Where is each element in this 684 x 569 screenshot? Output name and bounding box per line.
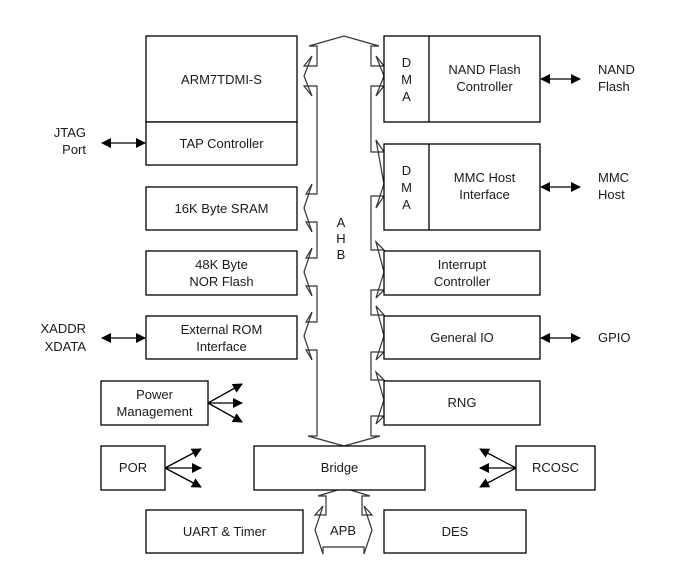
por-fanout [164, 448, 202, 488]
power-management-label-1: Power [136, 387, 174, 402]
external-rom-label-1: External ROM [181, 322, 263, 337]
tap-controller-label: TAP Controller [179, 136, 264, 151]
des-block: DES [383, 509, 527, 554]
nor-flash-label-1: 48K Byte [195, 257, 248, 272]
ahb-label-h: H [336, 231, 345, 246]
apb-label: APB [330, 523, 356, 538]
jtag-label-2: Port [62, 142, 86, 157]
external-rom-label-2: Interface [196, 339, 247, 354]
nand-flash-controller-block: D M A NAND Flash Controller [383, 35, 541, 123]
mmc-interface-label-1: MMC Host [454, 170, 516, 185]
rng-block: RNG [383, 380, 541, 426]
rcosc-block: RCOSC [515, 445, 596, 491]
power-management-block: Power Management [100, 380, 209, 426]
apb-bus [313, 487, 374, 555]
rng-label: RNG [448, 395, 477, 410]
uart-timer-label: UART & Timer [183, 524, 267, 539]
mmc-host-interface-block: D M A MMC Host Interface [383, 143, 541, 231]
tap-controller-block: TAP Controller [145, 121, 298, 166]
nor-flash-label-2: NOR Flash [189, 274, 253, 289]
por-block: POR [100, 445, 166, 491]
interrupt-controller-label-2: Controller [434, 274, 491, 289]
external-rom-block: External ROM Interface [145, 315, 298, 360]
dma-label-a: A [402, 197, 411, 212]
interrupt-controller-block: Interrupt Controller [383, 250, 541, 296]
rcosc-fanout [479, 448, 517, 488]
mmc-host-ext-label-2: Host [598, 187, 625, 202]
mmc-interface-label-2: Interface [459, 187, 510, 202]
nand-flash-ext-label-1: NAND [598, 62, 635, 77]
dma-label-m: M [401, 72, 412, 87]
por-label: POR [119, 460, 147, 475]
bridge-block: Bridge [253, 445, 426, 491]
interrupt-controller-label-1: Interrupt [438, 257, 487, 272]
ahb-bus [302, 35, 386, 447]
arm7tdmi-label: ARM7TDMI-S [181, 72, 262, 87]
rcosc-label: RCOSC [532, 460, 579, 475]
arm7tdmi-block: ARM7TDMI-S [145, 35, 298, 123]
xaddr-label: XADDR [40, 321, 86, 336]
general-io-label: General IO [430, 330, 494, 345]
dma-label-a: A [402, 89, 411, 104]
sram-block: 16K Byte SRAM [145, 186, 298, 231]
nand-controller-label-1: NAND Flash [448, 62, 520, 77]
ahb-label-b: B [337, 247, 346, 262]
bridge-label: Bridge [321, 460, 359, 475]
uart-timer-block: UART & Timer [145, 509, 304, 554]
sram-label: 16K Byte SRAM [175, 201, 269, 216]
power-management-label-2: Management [117, 404, 193, 419]
general-io-block: General IO [383, 315, 541, 360]
gpio-ext-label: GPIO [598, 330, 631, 345]
dma-label-d: D [402, 55, 411, 70]
dma-label-m: M [401, 180, 412, 195]
mmc-host-ext-label-1: MMC [598, 170, 629, 185]
nand-controller-label-2: Controller [456, 79, 513, 94]
nand-flash-ext-label-2: Flash [598, 79, 630, 94]
xdata-label: XDATA [45, 339, 87, 354]
power-management-fanout [207, 383, 243, 423]
dma-label-d: D [402, 163, 411, 178]
ahb-label-a: A [337, 215, 346, 230]
jtag-label-1: JTAG [54, 125, 86, 140]
des-label: DES [442, 524, 469, 539]
nor-flash-block: 48K Byte NOR Flash [145, 250, 298, 296]
